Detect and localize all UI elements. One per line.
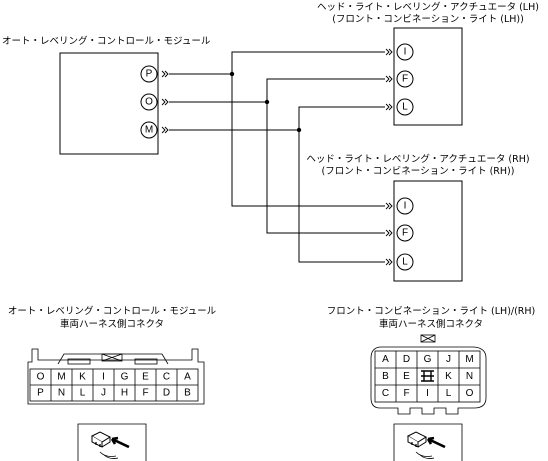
connector-arrow-icon <box>385 258 393 266</box>
actuator-lh-pin-f: F <box>402 74 408 85</box>
light-connector-housing <box>370 346 487 415</box>
module-connector-title: オート・レベリング・コントロール・モジュール <box>8 305 217 317</box>
light-connector-cell: F <box>403 388 409 399</box>
actuator-lh-subtitle: (フロント・コンビネーション・ライト (LH)) <box>332 14 524 25</box>
module-connector-latch-slot <box>67 358 91 365</box>
connector-arrow-icon <box>385 202 393 210</box>
light-connector-grid <box>374 350 481 403</box>
light-connector-title: フロント・コンビネーション・ライト (LH)/(RH) <box>327 306 536 317</box>
module-connector: オート・レベリング・コントロール・モジュール 車両ハーネス側コネクタ O M K… <box>8 305 217 461</box>
light-connector-cell: I <box>426 388 429 399</box>
actuator-lh-pin-l: L <box>402 102 408 113</box>
module-connector-cell: P <box>37 388 44 399</box>
light-connector-cell: K <box>445 371 452 382</box>
wire-o-to-lh-f <box>169 78 385 103</box>
module-connector-cell: I <box>102 372 105 383</box>
module-connector-cell: E <box>142 372 149 383</box>
control-pin-circle <box>140 121 158 139</box>
module-connector-cell: B <box>184 388 191 399</box>
connector-arrow-icon <box>385 229 393 237</box>
light-connector-cell: J <box>446 354 451 365</box>
wire-junction <box>296 127 302 133</box>
actuator-lh-pin-i: I <box>404 47 407 58</box>
connector-view-direction-icon <box>393 423 463 461</box>
wire-junction <box>229 71 235 77</box>
actuator-rh-pin-l: L <box>402 257 408 268</box>
actuator-pin-circle <box>396 98 414 116</box>
wire-junction <box>264 99 270 105</box>
wire-o-to-rh-f <box>266 102 385 234</box>
module-connector-key-mark <box>101 353 123 362</box>
light-connector-cell: D <box>403 354 410 365</box>
actuator-rh-pin-f: F <box>402 228 408 239</box>
actuator-rh: ヘッド・ライト・レベリング・アクチュエータ (RH) (フロント・コンビネーショ… <box>306 153 530 282</box>
light-connector-cell: M <box>465 354 473 365</box>
module-connector-cell: C <box>163 372 170 383</box>
module-connector-cell: N <box>58 388 65 399</box>
module-connector-cell: J <box>101 388 106 399</box>
module-connector-cell: F <box>142 388 148 399</box>
control-module-title: オート・レベリング・コントロール・モジュール <box>2 35 211 47</box>
module-connector-cell: O <box>37 372 45 383</box>
actuator-pin-circle <box>396 43 414 61</box>
actuator-pin-circle <box>396 197 414 215</box>
actuator-pin-circle <box>396 224 414 242</box>
light-connector-cell: O <box>466 388 474 399</box>
module-connector-cell: G <box>121 372 129 383</box>
light-connector-cell: E <box>403 371 410 382</box>
actuator-lh: ヘッド・ライト・レベリング・アクチュエータ (LH) (フロント・コンビネーショ… <box>317 1 539 126</box>
connector-arrow-icon <box>161 98 169 106</box>
connector-arrow-icon <box>385 103 393 111</box>
connector-arrow-icon <box>161 70 169 78</box>
module-connector-cell: K <box>79 372 86 383</box>
module-connector-cell: A <box>184 372 191 383</box>
module-connector-key <box>101 353 123 362</box>
light-connector-cell: C <box>382 388 389 399</box>
light-connector-cell: A <box>382 354 389 365</box>
control-pin-o: O <box>145 97 153 108</box>
module-connector-latch-slot <box>134 358 158 365</box>
control-pin-m: M <box>145 125 153 136</box>
light-connector: フロント・コンビネーション・ライト (LH)/(RH) 車両ハーネス側コネクタ … <box>327 306 536 461</box>
module-connector-cell: D <box>163 388 170 399</box>
actuator-rh-pin-i: I <box>404 201 407 212</box>
connector-arrow-icon <box>385 48 393 56</box>
actuator-pin-circle <box>396 253 414 271</box>
module-connector-cell: H <box>121 388 128 399</box>
light-connector-cell: B <box>382 371 389 382</box>
light-connector-subtitle: 車両ハーネス側コネクタ <box>379 318 483 330</box>
light-connector-cell: G <box>424 354 432 365</box>
unused-cavity-icon <box>421 370 434 382</box>
actuator-lh-title: ヘッド・ライト・レベリング・アクチュエータ (LH) <box>317 1 539 13</box>
wire-m-to-rh-l <box>298 130 385 263</box>
actuator-rh-title: ヘッド・ライト・レベリング・アクチュエータ (RH) <box>306 153 529 165</box>
module-connector-subtitle: 車両ハーネス側コネクタ <box>60 318 164 330</box>
wire-p-to-rh-i <box>231 74 385 207</box>
actuator-rh-subtitle: (フロント・コンビネーション・ライト (RH)) <box>322 166 515 177</box>
control-pin-circle <box>140 65 158 83</box>
module-connector-housing <box>27 348 205 405</box>
light-connector-cell: L <box>446 388 452 399</box>
actuator-pin-circle <box>396 70 414 88</box>
light-connector-key-mark <box>420 334 436 343</box>
module-connector-cell: M <box>57 372 65 383</box>
control-pin-p: P <box>146 69 153 80</box>
wire-m-to-lh-l <box>169 106 385 131</box>
wiring <box>169 51 385 263</box>
connector-arrow-icon <box>385 75 393 83</box>
connector-arrow-icon <box>161 126 169 134</box>
light-connector-key <box>420 334 436 343</box>
light-connector-cell: N <box>466 371 473 382</box>
connector-view-direction-icon <box>77 423 147 461</box>
wire-p-to-lh-i <box>169 51 385 75</box>
control-module: オート・レベリング・コントロール・モジュール P O M <box>2 35 211 155</box>
control-pin-circle <box>140 93 158 111</box>
module-connector-cell: L <box>80 388 86 399</box>
